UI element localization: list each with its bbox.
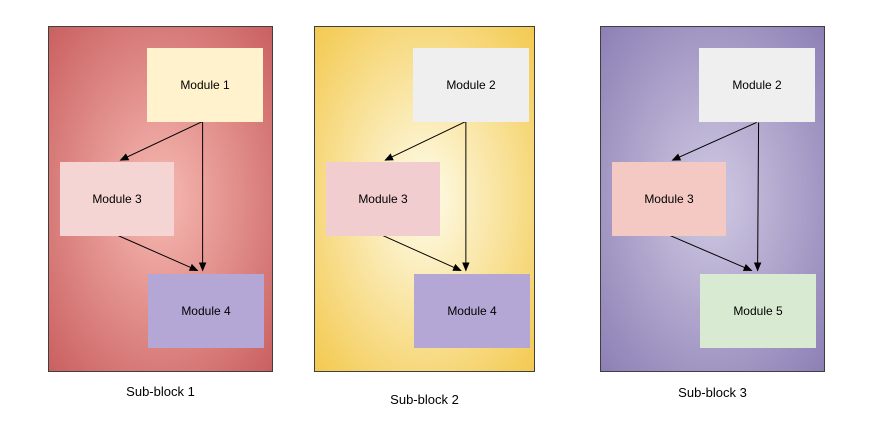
- module-box: Module 3: [612, 162, 726, 236]
- module-label: Module 2: [732, 78, 782, 92]
- arrow-top-to-middle: [119, 121, 203, 161]
- module-label: Module 5: [733, 304, 783, 318]
- module-label: Module 2: [446, 78, 496, 92]
- module-label: Module 3: [644, 192, 694, 206]
- module-box: Module 5: [700, 274, 816, 348]
- arrow-middle-to-bottom: [116, 234, 199, 272]
- module-label: Module 3: [92, 192, 142, 206]
- module-label: Module 3: [358, 192, 408, 206]
- module-box: Module 3: [326, 162, 440, 236]
- arrow-middle-to-bottom: [380, 234, 462, 272]
- module-box: Module 4: [414, 274, 530, 348]
- arrow-middle-to-bottom: [668, 234, 753, 272]
- sub-block-1-panel: Module 1 Module 3 Module 4: [48, 26, 273, 372]
- module-box: Module 2: [699, 48, 815, 122]
- module-label: Module 1: [180, 78, 230, 92]
- sub-block-label: Sub-block 2: [390, 392, 459, 407]
- sub-block-2-panel: Module 2 Module 3 Module 4: [314, 26, 535, 372]
- arrow-top-to-middle: [384, 121, 467, 161]
- arrow-top-to-middle: [671, 121, 757, 161]
- arrow-top-to-bottom: [753, 122, 762, 272]
- module-label: Module 4: [181, 304, 231, 318]
- module-box: Module 4: [148, 274, 264, 348]
- connection-arrows: [380, 121, 470, 272]
- connection-arrows: [116, 121, 207, 272]
- module-box: Module 3: [60, 162, 174, 236]
- sub-block-label: Sub-block 3: [678, 385, 747, 400]
- sub-block-label: Sub-block 1: [126, 384, 195, 399]
- module-box: Module 2: [413, 48, 529, 122]
- module-label: Module 4: [447, 304, 497, 318]
- connection-arrows: [668, 121, 762, 272]
- module-box: Module 1: [147, 48, 263, 122]
- sub-block-3-panel: Module 2 Module 3 Module 5: [600, 26, 825, 372]
